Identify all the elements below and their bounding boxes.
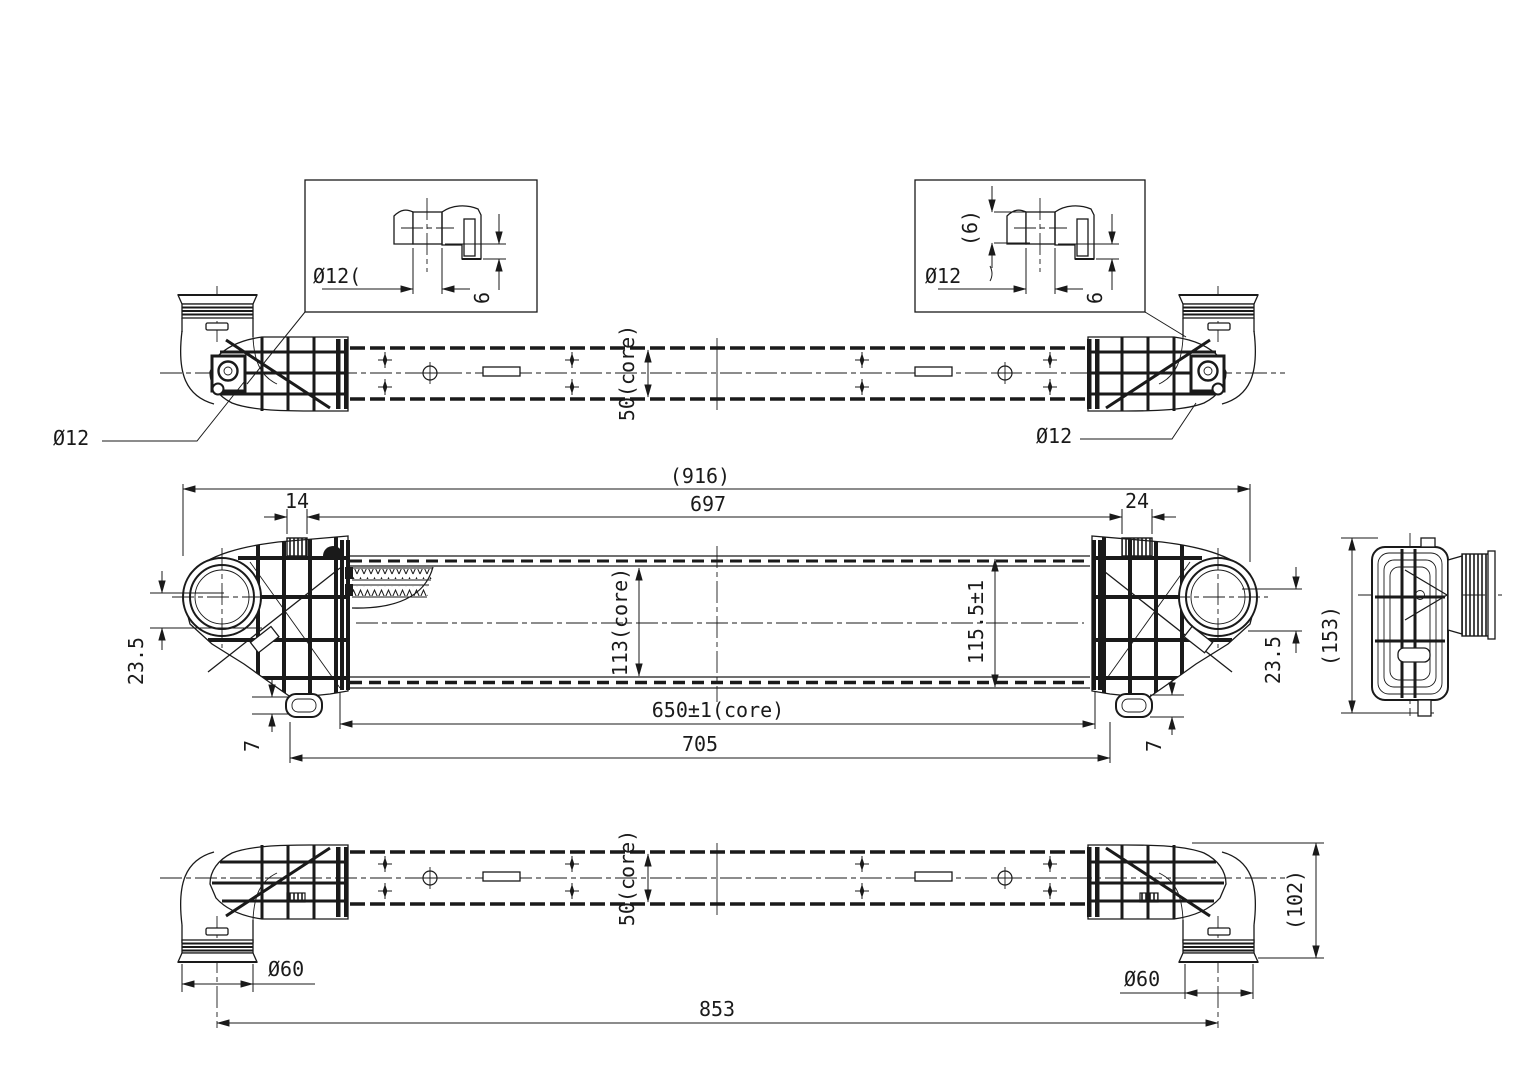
rubber-mount-section	[1006, 198, 1095, 272]
dim-span-853: 853	[699, 997, 735, 1021]
side-outlet-pipe	[1447, 550, 1496, 640]
detail-right-dims: (6) Ø12 6	[925, 186, 1119, 304]
dim-detail-right-diameter: Ø12	[925, 264, 961, 288]
dim-offset-right: 23.5	[1261, 636, 1285, 684]
front-right-tank	[1091, 535, 1268, 718]
dim-detail-right-inner: (6)	[958, 210, 982, 246]
filler-cap	[323, 546, 343, 556]
dim-tank-height: 115.5±1	[964, 580, 988, 664]
dim-width-705: 705	[682, 732, 718, 756]
side-view: (153)	[1318, 533, 1502, 717]
dim-foot-left: 7	[240, 740, 264, 752]
dim-bottom-core-height: 50(core)	[615, 830, 639, 926]
top-right-tank	[1087, 286, 1260, 412]
detail-left-dims: Ø12( 6	[313, 214, 506, 304]
dim-width-697: 697	[690, 492, 726, 516]
front-left-tank	[172, 535, 350, 718]
dim-detail-right-height: 6	[1083, 292, 1107, 304]
dim-side-height: (153)	[1318, 606, 1342, 666]
dim-top-core-height: 50(core)	[615, 325, 639, 421]
detail-view-left: Ø12( 6	[246, 179, 538, 385]
dim-tab-24: 24	[1125, 489, 1149, 513]
rubber-mount-section	[393, 198, 482, 272]
detail-view-right: (6) Ø12 6	[914, 179, 1187, 338]
dim-top-left-diameter: Ø12	[53, 426, 89, 450]
top-left-tank	[176, 286, 349, 412]
dim-offset-left: 23.5	[124, 637, 148, 685]
front-view: (916) 697 14 24	[124, 464, 1302, 763]
dim-core-height: 113(core)	[608, 568, 632, 676]
dim-bottom-right-diameter: Ø60	[1124, 967, 1160, 991]
dim-overall-width: (916)	[670, 464, 730, 488]
dim-detail-left-diameter: Ø12(	[313, 264, 361, 288]
dim-depth-102: (102)	[1283, 870, 1307, 930]
top-view: 50(core) Ø12 Ø12	[53, 286, 1285, 450]
bottom-view: 50(core) Ø60 Ø60 853 (102)	[160, 830, 1324, 1028]
dim-foot-right: 7	[1142, 740, 1166, 752]
bottom-left-tank	[176, 844, 349, 1028]
dim-top-right-diameter: Ø12	[1036, 424, 1072, 448]
dim-core-width: 650±1(core)	[652, 698, 784, 722]
dim-tab-14: 14	[285, 489, 309, 513]
dim-detail-left-height: 6	[470, 292, 494, 304]
dim-bottom-left-diameter: Ø60	[268, 957, 304, 981]
bottom-right-tank	[1087, 844, 1260, 1028]
